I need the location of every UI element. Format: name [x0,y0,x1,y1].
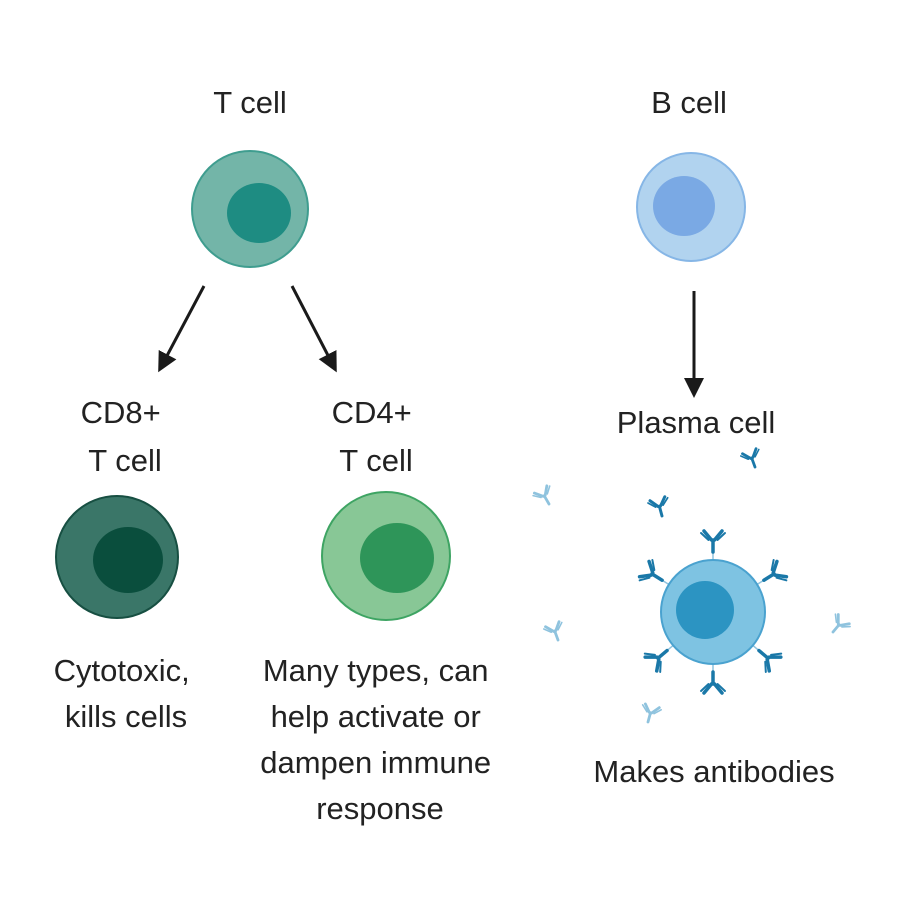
cd4-label-line2: T cell [339,443,413,478]
cd8-label-line2: T cell [88,443,162,478]
plasma-cell-nucleus [676,581,734,639]
cd4-label: CD4+ T cell [332,395,421,478]
cd8-label-line1: CD8+ [81,395,161,430]
t-cell-nucleus [227,183,291,243]
antibody-icon [738,446,766,472]
b-cell-label: B cell [651,85,727,120]
t-cell-label: T cell [213,85,287,120]
b-cell-nucleus [653,176,715,236]
b-cell [636,152,746,262]
cd4-description: Many types, can help activate or dampen … [260,653,500,826]
plasma-cell-group [530,446,853,726]
cd4-desc-line4: response [316,791,444,826]
plasma-cell-label: Plasma cell [617,405,776,440]
arrow-t-to-cd4 [290,285,337,373]
cd8-desc-line1: Cytotoxic, [54,653,190,688]
t-cell [191,150,309,268]
cd8-cell-nucleus [93,527,163,593]
arrow-t-to-cd8 [158,285,206,373]
cd4-desc-line3: dampen immune [260,745,491,780]
cd4-label-line1: CD4+ [332,395,412,430]
cd8-label: CD8+ T cell [81,395,170,478]
antibody-icon [646,494,674,521]
antibody-icon [824,611,853,640]
antibody-icon [637,701,664,726]
cd4-t-cell [321,491,451,621]
cd4-desc-line1: Many types, can [263,653,489,688]
cd4-desc-line2: help activate or [271,699,481,734]
cd8-t-cell [55,495,179,619]
cd8-description: Cytotoxic, kills cells [54,653,199,734]
antibody-icon [541,619,569,645]
cd8-desc-line2: kills cells [65,699,187,734]
plasma-description: Makes antibodies [593,754,834,789]
antibody-icon [530,483,559,511]
cd4-cell-nucleus [360,523,434,593]
